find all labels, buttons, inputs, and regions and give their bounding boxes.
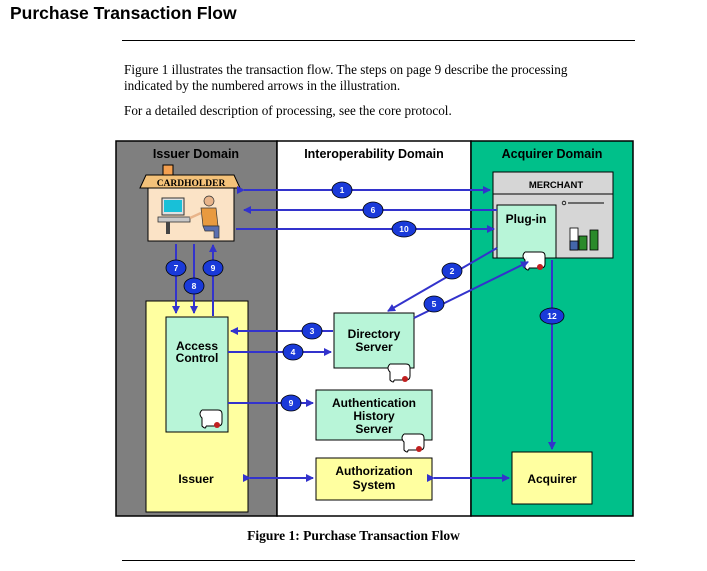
svg-text:6: 6: [371, 205, 376, 215]
scroll-icon: [387, 363, 411, 383]
top-divider: [122, 40, 635, 41]
cardholder-label: CARDHOLDER: [157, 179, 226, 189]
cardholder-node: CARDHOLDER: [139, 164, 241, 242]
scroll-icon: [199, 409, 223, 429]
acquirer-domain-title: Acquirer Domain: [502, 147, 603, 161]
step-badge-7: 7: [165, 259, 187, 277]
svg-text:3: 3: [310, 326, 315, 336]
svg-text:9: 9: [289, 398, 294, 408]
step-badge-4: 4: [282, 343, 304, 361]
svg-text:1: 1: [340, 185, 345, 195]
authentication-history-server-box: [315, 389, 433, 441]
svg-text:9: 9: [211, 263, 216, 273]
step-badge-8: 8: [183, 277, 205, 295]
directory-server-label-2: Server: [355, 340, 393, 354]
access-control-label-2: Control: [176, 351, 219, 365]
bar-chart-icon: [569, 227, 599, 251]
merchant-node: MERCHANT Plug-in: [492, 171, 614, 259]
step-badge-9-history: 9: [280, 394, 302, 412]
svg-text:10: 10: [399, 224, 409, 234]
acquirer-box: [511, 451, 593, 505]
intro-line-2: indicated by the numbered arrows in the …: [124, 78, 401, 93]
flow-arrow-2: [387, 247, 498, 312]
interoperability-domain-title: Interoperability Domain: [304, 147, 444, 161]
step-badge-2: 2: [441, 262, 463, 280]
step-badge-1: 1: [331, 181, 353, 199]
step-badge-6: 6: [362, 201, 384, 219]
intro-line-1: Figure 1 illustrates the transaction flo…: [124, 62, 568, 77]
step-badge-12: 12: [539, 307, 565, 325]
auth-history-label-1: Authentication: [332, 396, 416, 410]
merchant-label: MERCHANT: [529, 180, 584, 191]
issuer-label: Issuer: [178, 472, 214, 486]
authorization-label-2: System: [353, 478, 396, 492]
step-badge-5: 5: [423, 295, 445, 313]
intro-line-3: For a detailed description of processing…: [124, 103, 452, 118]
svg-text:8: 8: [192, 281, 197, 291]
svg-text:7: 7: [174, 263, 179, 273]
authorization-system-box: [315, 457, 433, 501]
directory-server-box: [333, 312, 415, 369]
svg-text:12: 12: [547, 311, 557, 321]
authorization-label-1: Authorization: [335, 464, 412, 478]
svg-text:4: 4: [291, 347, 296, 357]
computer-user-icon: [157, 195, 220, 239]
step-badge-10: 10: [391, 220, 417, 238]
page-heading: Purchase Transaction Flow: [10, 3, 237, 23]
auth-history-label-3: Server: [355, 422, 393, 436]
step-badge-9-cardholder: 9: [202, 259, 224, 277]
auth-history-label-2: History: [353, 409, 395, 423]
access-control-box: [165, 316, 229, 433]
plugin-label: Plug-in: [506, 212, 547, 226]
issuer-domain-title: Issuer Domain: [153, 147, 239, 161]
svg-text:5: 5: [432, 299, 437, 309]
acquirer-label: Acquirer: [527, 472, 577, 486]
access-control-label-1: Access: [176, 339, 218, 353]
svg-text:2: 2: [450, 266, 455, 276]
bottom-divider: [122, 560, 635, 561]
directory-server-label-1: Directory: [348, 327, 401, 341]
scroll-icon: [401, 433, 425, 453]
figure-caption: Figure 1: Purchase Transaction Flow: [247, 528, 460, 543]
scroll-icon: [522, 251, 546, 271]
step-badge-3: 3: [301, 322, 323, 340]
